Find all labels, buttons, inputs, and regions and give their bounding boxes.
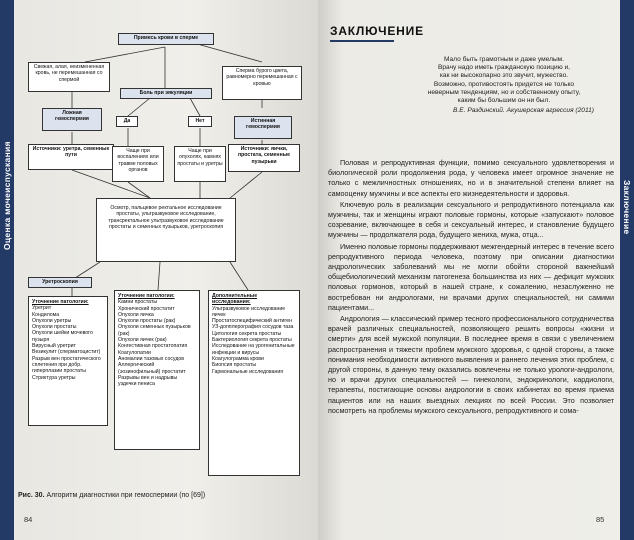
- col2-item: Опухоли простаты (рак): [118, 318, 176, 325]
- page-number-left: 84: [24, 515, 33, 524]
- col3-item: Бактериология секрета простаты: [212, 337, 292, 344]
- flow-root: Примесь крови в сперме: [118, 33, 214, 45]
- col2-item: Разрывы вен и надрывы уздечки пениса: [118, 374, 178, 388]
- col1-item: Везикулит (сперматоцистит): [32, 349, 101, 356]
- flow-no-causes: Чаще при опухолях, камнях простаты и уре…: [174, 146, 226, 182]
- flow-false-hemospermia: Ложная гемоспермия: [42, 108, 102, 131]
- flow-col3: Дополнительные исследования: Ультразвуко…: [208, 290, 300, 476]
- paragraph: Ключевую роль в реализации сексуального …: [328, 199, 614, 240]
- epigraph-line: Врачу надо иметь гражданскую позицию и,: [437, 64, 571, 72]
- paragraph: Половая и репродуктивная функции, помимо…: [328, 158, 614, 198]
- col1-item: Опухоли шейки мочевого пузыря: [32, 330, 93, 343]
- flow-col1: Уточнение патологии: Уретрит Кондилома О…: [28, 296, 108, 426]
- col3-item: Исследование на урогенитальные инфекции …: [212, 343, 295, 356]
- col3-item: Цитология секрета простаты: [212, 330, 282, 337]
- col2-item: Камни простаты: [118, 299, 158, 306]
- flow-urethroscopy: Уретроскопия: [28, 277, 92, 288]
- paragraph: Именно половые гормоны поддерживают межг…: [328, 241, 614, 312]
- right-side-tab: Заключение: [620, 0, 634, 540]
- figure-caption: Рис. 30. Алгоритм диагностики при гемосп…: [18, 492, 205, 499]
- flow-pain: Боль при эякуляции: [120, 88, 212, 99]
- flow-brown-sperm: Сперма бурого цвета, равномерно перемеша…: [222, 66, 302, 100]
- col3-item: Ультразвуковое исследование яичек: [212, 305, 286, 318]
- flow-sources-right: Источники: яички, простата, семенные пуз…: [228, 144, 300, 172]
- col3-item: УЗ-допплерография сосудов таза: [212, 324, 294, 331]
- col3-item: Коагулограмма крови: [212, 355, 264, 362]
- epigraph: Мало быть грамотным и даже умелым. Врачу…: [414, 56, 594, 115]
- col2-item: Хронический простатит: [118, 305, 175, 312]
- col2-item: Опухоли яичка: [118, 311, 154, 318]
- page-number-right: 85: [596, 515, 605, 524]
- epigraph-line: неверным тенденциям, но и собственному о…: [427, 88, 581, 96]
- col1-item: Вирусный уретрит: [32, 343, 76, 350]
- col1-item: Опухоли простаты: [32, 324, 77, 331]
- col2-heading: Уточнение патологии:: [118, 293, 175, 299]
- col2-item: Аллергический (эозинофильный) простатит: [118, 362, 186, 375]
- col3-item: Гармональные исследования: [212, 368, 284, 375]
- epigraph-line: как ни высокопарно это звучит, мужество.: [439, 72, 569, 80]
- col3-heading: Дополнительные исследования:: [212, 293, 258, 306]
- col1-item: Кондилома: [32, 311, 60, 318]
- caption-label: Рис. 30.: [18, 492, 45, 499]
- flow-fresh-blood: Свежая, алая, неизмененная кровь, не пер…: [28, 62, 110, 92]
- flow-col2: Уточнение патологии: Камни простаты Хрон…: [114, 290, 200, 450]
- right-page: ЗАКЛЮЧЕНИЕ Мало быть грамотным и даже ум…: [318, 0, 634, 540]
- col3-item: Простатоспецифический антиген: [212, 318, 292, 325]
- left-side-tab: Оценка мочеиспускания: [0, 0, 14, 540]
- col1-heading: Уточнение патологии:: [32, 299, 89, 305]
- flow-examination: Осмотр, пальцевое ректальное исследовани…: [96, 198, 236, 262]
- title-underline: [330, 40, 394, 42]
- flow-yes-causes: Чаще при воспалениях или травме половых …: [112, 146, 164, 182]
- right-side-tab-label: Заключение: [622, 180, 632, 235]
- flow-sources-left: Источники: уретра, семенные пути: [28, 144, 114, 170]
- col2-item: Опухоли яичек (рак): [118, 337, 167, 344]
- col1-item: Опухоли уретры: [32, 317, 72, 324]
- col2-item: Аномалии тазовых сосудов: [118, 355, 185, 362]
- flow-true-hemospermia: Истинная гемоспермия: [234, 116, 292, 139]
- flow-yes: Да: [116, 116, 138, 127]
- col2-item: Конгестивная простатопатия: [118, 343, 188, 350]
- epigraph-line: Мало быть грамотным и даже умелым.: [443, 56, 565, 63]
- col3-item: Биопсия простаты: [212, 362, 257, 369]
- chapter-title: ЗАКЛЮЧЕНИЕ: [330, 24, 424, 38]
- epigraph-line: Возможно, противостоять придется не толь…: [433, 80, 575, 88]
- left-page: Оценка мочеиспускания: [0, 0, 318, 540]
- col1-item: Уретрит: [32, 305, 52, 312]
- epigraph-line: каким бы большим он ни был.: [457, 97, 551, 105]
- col1-item: Стриктура уретры: [32, 374, 76, 381]
- col1-item: Разрыв вен простатического сплетения при…: [32, 355, 101, 375]
- flow-no: Нет: [188, 116, 212, 127]
- epigraph-source: В.Е. Раздинский. Акушерская агрессия (20…: [453, 107, 594, 115]
- body-text: Половая и репродуктивная функции, помимо…: [328, 158, 614, 417]
- caption-text: Алгоритм диагностики при гемоспермии (по…: [46, 492, 206, 499]
- paragraph: Андрология — классический пример тесного…: [328, 314, 614, 415]
- col2-item: Опухоли семенных пузырьков (рак): [118, 324, 191, 337]
- col2-item: Коагулопатии: [118, 349, 151, 356]
